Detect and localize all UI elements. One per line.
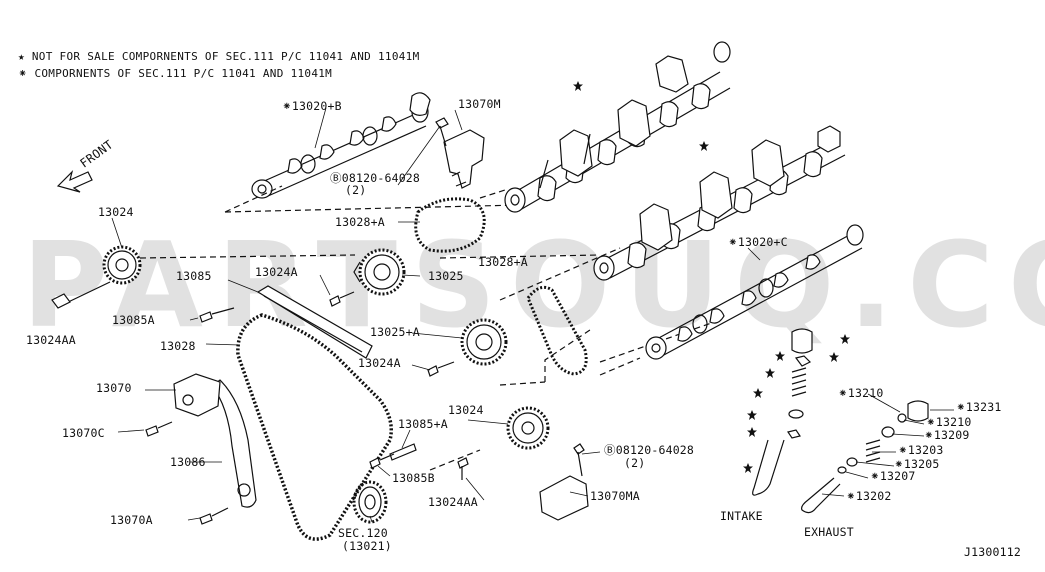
label-intake: INTAKE	[720, 509, 763, 523]
sprocket-13024-left	[102, 245, 142, 285]
label-13028: 13028	[160, 339, 196, 353]
note-components: ⁕ COMPORNENTS OF SEC.111 P/C 11041 AND 1…	[18, 67, 333, 80]
label-13205: ⁕13205	[894, 457, 940, 471]
label-bolt-qty-lower: (2)	[624, 456, 646, 470]
solenoid-13070ma	[539, 475, 589, 521]
label-13024-left: 13024	[98, 205, 134, 219]
label-13085a: 13085A	[112, 313, 155, 327]
label-13070m: 13070M	[458, 97, 501, 111]
note-not-for-sale: ★ NOT FOR SALE COMPORNENTS OF SEC.111 P/…	[18, 50, 420, 63]
label-13020c: ⁕13020+C	[728, 235, 788, 249]
camshaft-13020b	[251, 92, 431, 199]
label-13085b: 13085B	[392, 471, 435, 485]
label-13024aa-left: 13024AA	[26, 333, 76, 347]
label-13210-b: ⁕13210	[926, 415, 972, 429]
label-13085: 13085	[176, 269, 212, 283]
label-13025: 13025	[428, 269, 464, 283]
label-bolt-08120-upper: Ⓑ08120-64028	[330, 171, 421, 185]
label-13024aa-mid: 13024AA	[428, 495, 478, 509]
chain-tensioner-13070	[173, 373, 221, 417]
chain-guide-13085	[256, 285, 373, 359]
label-13028a-right: 13028+A	[478, 255, 528, 269]
label-13028a-top: 13028+A	[335, 215, 385, 229]
label-13210-a: ⁕13210	[838, 386, 884, 400]
label-13020b: ⁕13020+B	[282, 99, 342, 113]
camshaft-assembly-upper	[504, 41, 731, 213]
label-13231: ⁕13231	[956, 400, 1002, 414]
chain-13028a-right	[526, 285, 588, 376]
diagram-id: J1300112	[964, 545, 1021, 559]
sprocket-13024-middle	[506, 406, 550, 450]
chain-13028a-upper	[414, 197, 486, 253]
label-13070ma: 13070MA	[590, 489, 640, 503]
valve-train-exhaust	[801, 400, 929, 514]
bolts	[145, 291, 469, 525]
label-13070: 13070	[96, 381, 132, 395]
sprocket-13025	[353, 248, 406, 296]
label-exhaust: EXHAUST	[804, 525, 854, 539]
valve-train-intake	[752, 328, 813, 496]
timing-chain-13028	[236, 313, 393, 541]
label-13024a-top: 13024A	[255, 265, 298, 279]
label-13070c: 13070C	[62, 426, 105, 440]
label-bolt-qty-upper: (2)	[345, 183, 367, 197]
label-13202: ⁕13202	[846, 489, 892, 503]
leader-lines	[111, 107, 954, 523]
label-13209: ⁕13209	[924, 428, 970, 442]
camshaft-13020c	[645, 224, 864, 360]
label-13024-mid: 13024	[448, 403, 484, 417]
label-sec120-part: (13021)	[342, 539, 392, 553]
label-13086: 13086	[170, 455, 206, 469]
front-arrow-icon	[56, 170, 93, 193]
watermark: PARTSOUQ.COM	[22, 216, 1045, 354]
label-sec120: SEC.120	[338, 526, 388, 540]
label-13024a-mid: 13024A	[358, 356, 401, 370]
label-bolt-08120-lower: Ⓑ08120-64028	[604, 443, 695, 457]
star-markers	[573, 81, 850, 473]
camshaft-assembly-lower	[593, 125, 846, 281]
label-13203: ⁕13203	[898, 443, 944, 457]
slack-guide-13085a	[389, 443, 417, 461]
solenoid-13070m	[435, 117, 485, 189]
tensioner-arm-13086	[211, 379, 257, 508]
label-13085a-plus: 13085+A	[398, 417, 448, 431]
bolt-13024aa-left	[51, 293, 71, 309]
crank-sprocket-13021	[352, 480, 388, 524]
sprocket-13025a	[460, 318, 508, 366]
label-13207: ⁕13207	[870, 469, 916, 483]
label-13025a: 13025+A	[370, 325, 420, 339]
label-13070a: 13070A	[110, 513, 153, 527]
